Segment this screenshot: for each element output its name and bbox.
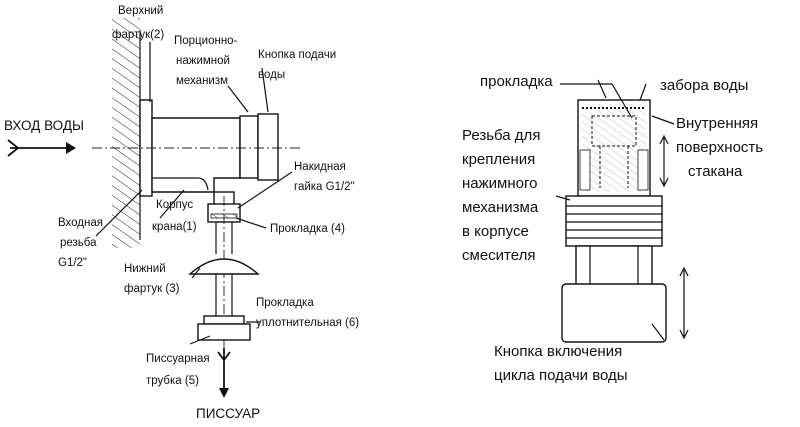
mechanism-housing — [239, 115, 259, 179]
label-urinal: ПИССУАР — [196, 406, 260, 421]
water-button — [257, 113, 279, 181]
label-gasket: прокладка — [480, 73, 553, 90]
label-inner-surface-1: Внутренняя — [676, 115, 758, 132]
label-button-2: воды — [258, 69, 285, 81]
label-mechanism-1: Порционно- — [174, 35, 238, 47]
label-thread-4: механизма — [462, 199, 539, 216]
label-union-nut-1: Накидная — [294, 161, 346, 173]
label-seal-gasket-2: уплотнительная (6) — [256, 317, 359, 329]
left-valve-drawing — [7, 18, 300, 398]
label-inlet-thread-2: резьба — [60, 237, 97, 249]
label-inlet-thread-1: Входная — [58, 217, 103, 229]
label-seal-gasket-1: Прокладка — [256, 297, 314, 309]
label-thread-2: крепления — [462, 151, 535, 168]
label-mechanism-3: механизм — [176, 75, 228, 87]
lower-apron — [188, 258, 260, 275]
seal-gasket — [203, 315, 245, 325]
label-gasket-4: Прокладка (4) — [270, 223, 345, 235]
label-lower-apron-2: фартук (3) — [124, 283, 180, 295]
wall — [112, 18, 140, 248]
label-water-inlet: ВХОД ВОДЫ — [4, 118, 84, 133]
label-urinal-tube-2: трубка (5) — [146, 375, 199, 387]
label-valve-body-2: крана(1) — [152, 221, 197, 233]
label-start-button-1: Кнопка включения — [494, 343, 622, 360]
label-urinal-tube-1: Писсуарная — [146, 353, 210, 365]
right-mechanism-drawing — [555, 79, 689, 343]
label-valve-body-1: Корпус — [156, 199, 193, 211]
label-thread-6: смесителя — [462, 247, 535, 264]
label-mechanism-2: нажимной — [176, 55, 230, 67]
label-thread-3: нажимного — [462, 175, 537, 192]
label-lower-apron-1: Нижний — [124, 263, 166, 275]
right-labels: прокладка забора воды Внутренняя поверхн… — [462, 73, 763, 384]
label-thread-5: в корпусе — [462, 223, 529, 240]
label-upper-apron-2: фартук(2) — [112, 29, 164, 41]
label-button-1: Кнопка подачи — [258, 49, 336, 61]
left-labels: Верхний фартук(2) Порционно- нажимной ме… — [4, 5, 359, 421]
label-thread-1: Резьба для — [462, 127, 540, 144]
label-upper-apron-1: Верхний — [118, 5, 163, 17]
valve-body — [151, 117, 241, 193]
label-union-nut-2: гайка G1/2" — [294, 181, 355, 193]
label-inner-surface-3: стакана — [688, 163, 743, 180]
start-button — [561, 283, 667, 343]
label-water-intake: забора воды — [660, 77, 748, 94]
label-inlet-thread-3: G1/2" — [58, 257, 87, 269]
label-start-button-2: цикла подачи воды — [494, 367, 628, 384]
label-inner-surface-2: поверхность — [676, 139, 763, 156]
